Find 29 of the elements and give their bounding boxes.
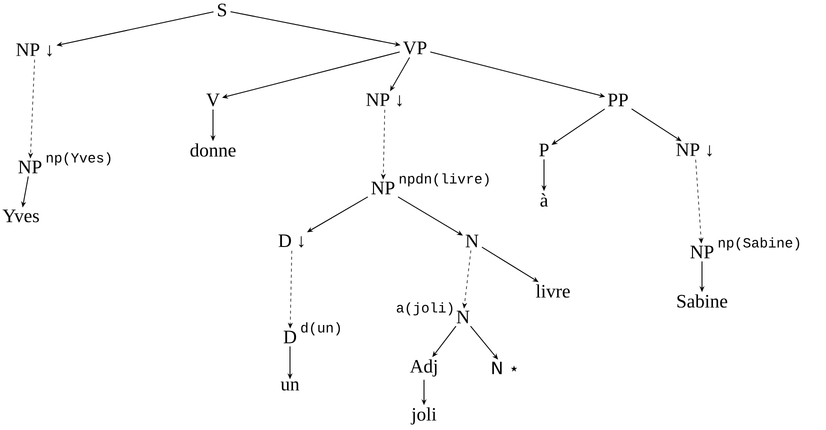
tree-node-label: PP [608,94,628,106]
tree-node-label: NP [18,160,42,174]
tree-node-label: VP [403,42,426,54]
tree-node-label: NP ↓ [16,44,52,56]
feature-label: np(Yves) [46,152,110,166]
tree-node-label: à [540,193,548,207]
tree-node-label: Yves [2,210,39,222]
tree-node-label: N [466,234,478,248]
tree-node-label: Sabine [677,294,728,308]
feature-label: d(un) [301,322,340,336]
tree-node-label: D ↓ [278,234,304,248]
feature-label: npdn(livre) [400,173,489,186]
feature-label: np(Sabine) [718,237,800,250]
tree-node-label: joli [410,407,436,425]
tree-node-label: N ⋆ [492,362,518,374]
tree-node-label: V [206,94,220,106]
tree-node-label: S [218,4,226,16]
tree-node-label: D [284,330,296,344]
tree-node-label: un [280,381,300,391]
tree-node-label: NP [690,246,714,258]
tree-node-label: NP ↓ [366,94,402,106]
tree-node-label: P [539,144,549,156]
tree-node-label: Adj [410,359,437,377]
tree-node-label: NP [371,182,394,194]
tree-node-label: N [456,310,470,324]
tree-node-label: NP ↓ [676,144,712,156]
tree-node-label: donne [190,143,236,157]
tree-node-label: livre [536,284,570,298]
feature-label: a(joli) [396,302,452,316]
